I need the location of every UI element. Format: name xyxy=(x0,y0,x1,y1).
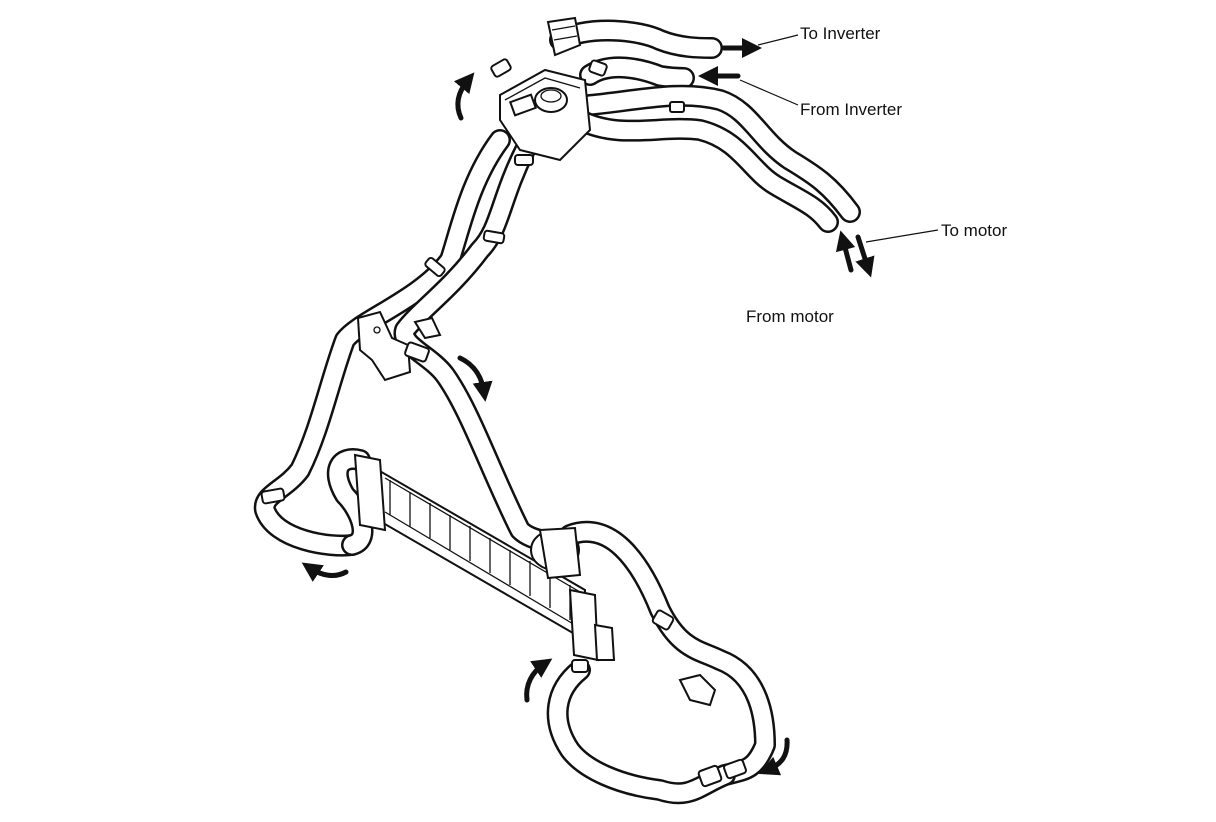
label-from-inverter: From Inverter xyxy=(800,100,903,119)
label-to-motor: To motor xyxy=(941,221,1008,240)
leader-lines xyxy=(739,34,939,243)
flow-arrows xyxy=(301,72,790,776)
inverter-arrows xyxy=(698,38,762,86)
radiator xyxy=(260,453,616,662)
junction-bracket xyxy=(356,310,442,382)
motor-arrows xyxy=(835,230,875,278)
hose-reservoir-to-radiator-left xyxy=(253,129,511,557)
reservoir-tank xyxy=(499,16,592,162)
hose-to-inverter xyxy=(549,19,723,59)
water-pump xyxy=(530,526,582,580)
upper-hose-clamps xyxy=(424,58,685,278)
lower-loop-hardware xyxy=(571,609,747,788)
hose-to-motor-upper xyxy=(579,84,861,223)
hose-from-inverter xyxy=(579,56,695,89)
hose-pump-to-lower-loop xyxy=(559,520,776,786)
hose-lower-loop-return xyxy=(546,659,736,805)
hose-to-motor-lower xyxy=(569,109,839,233)
label-from-motor: From motor xyxy=(746,307,834,326)
hose-radiator-inlet-left xyxy=(326,448,374,556)
label-to-inverter: To Inverter xyxy=(800,24,881,43)
